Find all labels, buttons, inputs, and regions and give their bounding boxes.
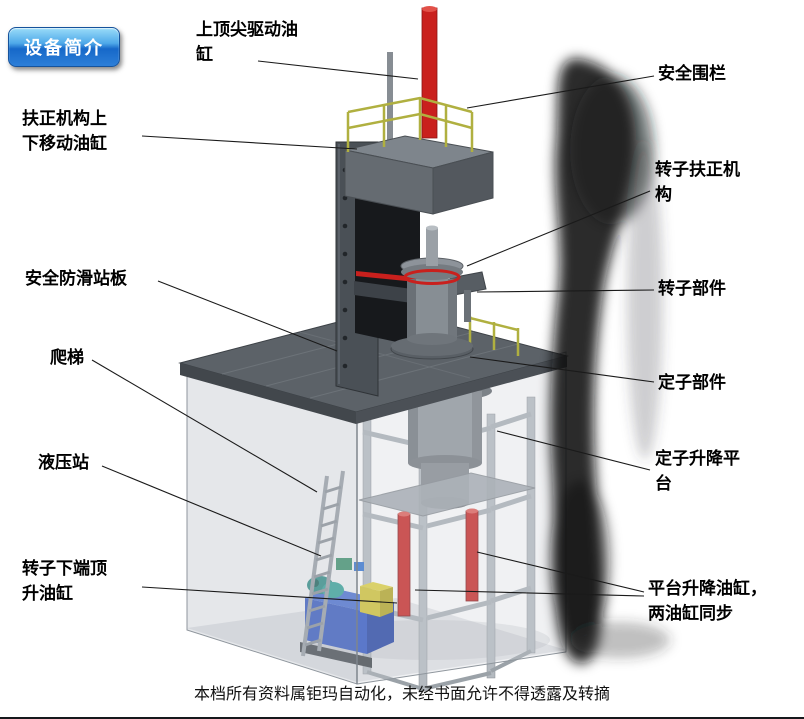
- guide-rod: [387, 52, 393, 144]
- leader-antislip-plate: [157, 280, 338, 352]
- label-ladder: 爬梯: [50, 348, 84, 367]
- leader-lift-cylinder-right: [476, 551, 645, 593]
- leader-rotor-component: [476, 289, 655, 293]
- label-stator-lift-platform: 定子升降平 台: [655, 449, 740, 493]
- platform-lift-cylinders: [397, 508, 479, 617]
- label-antislip-standing-plate: 安全防滑站板: [25, 269, 127, 288]
- safety-fence-rails: [346, 96, 474, 152]
- label-rotor-component: 转子部件: [658, 279, 726, 298]
- shadow-smudge: [550, 58, 670, 664]
- label-platform-lift-cylinders: 平台升降油缸， 两油缸同步: [648, 579, 767, 623]
- access-ladder: [301, 470, 345, 657]
- bottom-edge-line: [0, 717, 804, 719]
- leader-lines: [91, 60, 655, 604]
- leader-safety-fence: [466, 75, 655, 109]
- stator-lift-frame: [362, 396, 536, 692]
- platform-side-railing: [468, 316, 520, 356]
- leader-top-drive-cylinder: [257, 60, 419, 80]
- leader-lift-platform: [496, 430, 651, 471]
- label-centering-updown-cylinder: 扶正机构上 下移动油缸: [22, 109, 107, 153]
- column-head: [344, 6, 494, 215]
- leader-lift-cylinder-left: [414, 589, 645, 597]
- confidential-footer: 本档所有资料属钜玛自动化，未经书面允许不得透露及转摘: [193, 686, 610, 703]
- leader-centering-cylinder: [141, 135, 358, 150]
- leader-ladder: [91, 359, 318, 493]
- label-top-center-drive-cylinder: 上顶尖驱动油 缸: [196, 20, 298, 64]
- rotor-assembly: [354, 225, 487, 360]
- label-stator-component: 定子部件: [658, 373, 726, 392]
- label-rotor-centering-mechanism: 转子扶正机 构: [655, 160, 740, 204]
- lift-deck: [358, 472, 536, 517]
- leader-stator-component: [469, 356, 655, 383]
- leader-rotor-centering: [466, 190, 651, 267]
- title-badge: 设备简介: [8, 27, 120, 67]
- main-column: [335, 141, 420, 397]
- leader-bottom-jack: [141, 586, 398, 604]
- label-safety-fence: 安全围栏: [658, 64, 726, 83]
- leader-hydraulic-station: [101, 465, 322, 557]
- column-opening: [355, 190, 420, 347]
- label-hydraulic-station: 液压站: [38, 453, 89, 472]
- centering-arm: [354, 281, 412, 303]
- label-rotor-bottom-jack: 转子下端顶 升油缸: [22, 559, 107, 603]
